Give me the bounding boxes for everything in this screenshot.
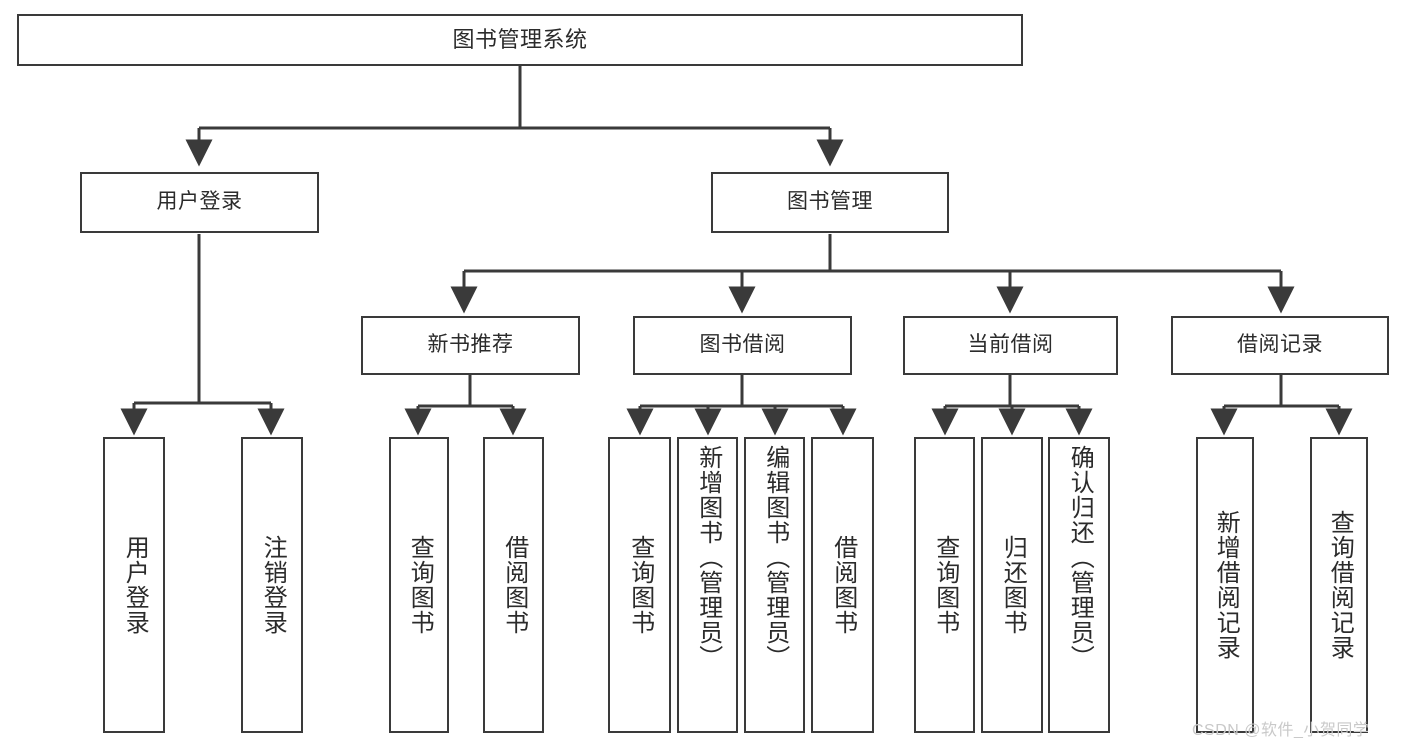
node-label: 图书管理系统 [452,27,588,53]
leaf-edit-book-admin[interactable]: 编辑图书（管理员） [744,437,805,733]
node-label: 新书推荐 [427,333,514,357]
node-new-book-recommend[interactable]: 新书推荐 [361,316,580,375]
leaf-query-borrow-record[interactable]: 查询借阅记录 [1310,437,1368,733]
leaf-add-book-admin[interactable]: 新增图书（管理员） [677,437,738,733]
node-borrow-record[interactable]: 借阅记录 [1171,316,1389,375]
node-label: 借阅图书 [829,535,857,635]
node-label: 确认归还（管理员） [1066,445,1094,670]
node-label: 查询图书 [626,535,654,635]
node-label: 新增图书（管理员） [694,445,722,670]
node-label: 图书借阅 [699,333,786,357]
node-label: 查询借阅记录 [1326,510,1354,660]
leaf-borrow-book[interactable]: 借阅图书 [811,437,874,733]
leaf-query-book-current[interactable]: 查询图书 [914,437,975,733]
node-label: 查询图书 [406,535,434,635]
leaf-add-borrow-record[interactable]: 新增借阅记录 [1196,437,1254,733]
node-label: 用户登录 [121,535,149,635]
node-label: 注销登录 [259,535,287,635]
leaf-logout[interactable]: 注销登录 [241,437,303,733]
node-book-management[interactable]: 图书管理 [711,172,949,233]
leaf-user-login[interactable]: 用户登录 [103,437,165,733]
node-label: 用户登录 [156,190,243,214]
node-label: 归还图书 [999,535,1027,635]
leaf-query-book-recommend[interactable]: 查询图书 [389,437,449,733]
leaf-confirm-return-admin[interactable]: 确认归还（管理员） [1048,437,1110,733]
leaf-query-book-borrow[interactable]: 查询图书 [608,437,671,733]
node-label: 图书管理 [787,190,873,214]
node-label: 当前借阅 [967,333,1054,357]
leaf-borrow-book-recommend[interactable]: 借阅图书 [483,437,544,733]
node-user-login[interactable]: 用户登录 [80,172,319,233]
node-root-book-management-system[interactable]: 图书管理系统 [17,14,1023,66]
csdn-watermark: CSDN @软件_小贺同学 [1192,722,1370,739]
leaf-return-book[interactable]: 归还图书 [981,437,1043,733]
node-label: 借阅图书 [500,535,528,635]
node-current-borrow[interactable]: 当前借阅 [903,316,1118,375]
node-label: 编辑图书（管理员） [761,445,789,670]
node-book-borrow[interactable]: 图书借阅 [633,316,852,375]
node-label: 查询图书 [931,535,959,635]
node-label: 借阅记录 [1237,333,1323,357]
node-label: 新增借阅记录 [1212,510,1240,660]
